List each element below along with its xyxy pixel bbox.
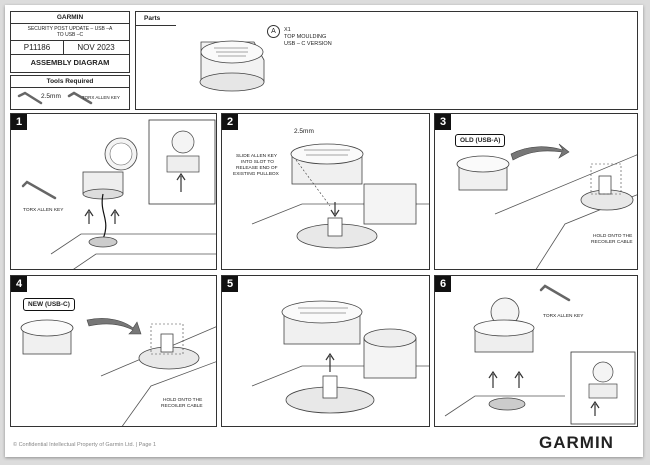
step-4-line1: HOLD ONTO THE — [163, 398, 203, 403]
top-moulding-drawing — [199, 40, 265, 92]
step-2-line1: SLIDE ALLEN KEY — [236, 154, 278, 159]
title-block: GARMIN SECURITY POST UPDATE – USB –A TO … — [10, 11, 130, 73]
assembly-sheet: GARMIN SECURITY POST UPDATE – USB –A TO … — [5, 5, 643, 457]
step-5-drawing — [251, 300, 429, 414]
step-2-panel: 2 2.5mm SLIDE ALLEN KEY INTO SLOT TO REL… — [221, 113, 430, 270]
parts-block: Parts A X1 TOP MOULDING USB – C VERSION — [135, 11, 638, 110]
parts-heading: Parts — [144, 15, 161, 22]
part-name-line2: USB – C VERSION — [284, 41, 332, 47]
step-3-line1: HOLD ONTO THE — [593, 234, 633, 239]
tools-heading: Tools Required — [46, 78, 94, 85]
step-4-line2: RECOILER CABLE — [161, 404, 203, 409]
document-date: NOV 2023 — [77, 43, 115, 52]
step-4-panel: 4 NEW (USB-C) HOLD ONTO THE RECOILER CAB… — [10, 275, 217, 427]
step-1-drawing — [21, 119, 216, 269]
step-6-label: TORX ALLEN KEY — [543, 314, 584, 319]
tool-name: TORX ALLEN KEY — [82, 95, 120, 100]
allen-key-icon-2 — [67, 91, 93, 105]
part-number: P11186 — [23, 43, 51, 52]
title-brand: GARMIN — [56, 14, 84, 21]
step-2-line2: INTO SLOT TO — [241, 160, 274, 165]
step-4-number: 4 — [11, 276, 27, 292]
part-callout-circle: A — [267, 25, 280, 38]
document-type: ASSEMBLY DIAGRAM — [30, 58, 110, 67]
allen-key-icon-1 — [17, 91, 43, 105]
step-3-panel: 3 OLD (USB-A) HOLD ONTO THE RECOILER CAB… — [434, 113, 638, 270]
step-4-tag: NEW (USB-C) — [23, 298, 75, 311]
step-1-label: TORX ALLEN KEY — [23, 208, 64, 213]
step-1-panel: 1 TORX ALLEN KEY — [10, 113, 217, 270]
step-3-drawing — [456, 143, 637, 269]
garmin-logo: GARMIN — [539, 433, 614, 452]
step-4-drawing — [20, 318, 216, 426]
step-2-drawing — [251, 143, 429, 249]
step-6-number: 6 — [435, 276, 451, 292]
step-3-line2: RECOILER CABLE — [591, 240, 633, 245]
tools-block: Tools Required 2.5mm TORX ALLEN KEY — [10, 75, 130, 110]
tool-size: 2.5mm — [41, 93, 61, 100]
step-2-size: 2.5mm — [294, 128, 314, 135]
step-2-number: 2 — [222, 114, 238, 130]
step-3-number: 3 — [435, 114, 451, 130]
title-description-line1: SECURITY POST UPDATE – USB –A — [27, 26, 113, 32]
title-description-line2: TO USB –C — [56, 32, 84, 38]
part-quantity: X1 — [284, 27, 291, 33]
allen-key-icons — [17, 91, 93, 105]
step-3-tag: OLD (USB-A) — [455, 134, 506, 147]
step-5-panel: 5 — [221, 275, 430, 427]
step-5-number: 5 — [222, 276, 238, 292]
footer-copyright: © Confidential Intellectual Property of … — [13, 442, 157, 448]
step-6-drawing — [444, 284, 636, 425]
step-2-line4: EXISTING PULLBOX — [233, 172, 279, 177]
part-name-line1: TOP MOULDING — [284, 34, 327, 40]
step-1-number: 1 — [11, 114, 27, 130]
step-6-panel: 6 TORX ALLEN KEY — [434, 275, 638, 427]
step-2-line3: RELEASE END OF — [236, 166, 278, 171]
